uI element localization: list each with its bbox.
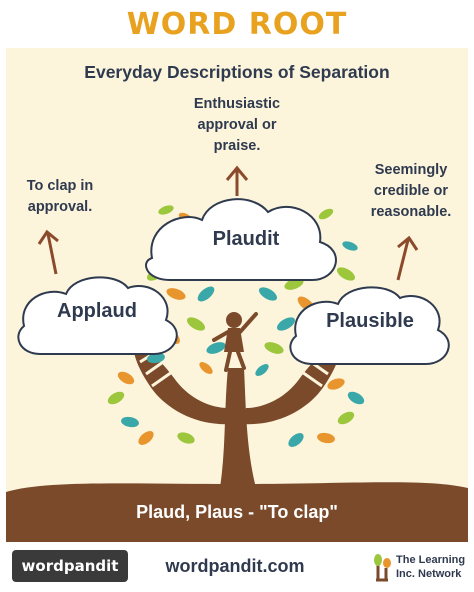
illustration-panel: Everyday Descriptions of Separation Enth… <box>6 48 468 542</box>
arrow-right-icon <box>396 235 419 281</box>
left-hand <box>134 350 232 425</box>
note-right: Seemingly credible or reasonable. <box>358 160 464 223</box>
note-left: To clap in approval. <box>10 176 110 218</box>
note-top: Enthusiastic approval or praise. <box>156 94 318 157</box>
banner-text: Plaud, Plaus - "To clap" <box>136 502 338 522</box>
note-top-line: praise. <box>213 138 261 154</box>
cloud-left <box>17 276 178 355</box>
right-hand <box>242 350 340 425</box>
cloud-right <box>289 286 450 365</box>
note-right-line: Seemingly <box>374 162 448 178</box>
footer-url: wordpandit.com <box>165 556 305 576</box>
cloud-label-center: Plaudit <box>212 228 280 250</box>
cloud-label-right: Plausible <box>326 310 414 332</box>
cloud-center <box>145 198 337 281</box>
note-left-line: To clap in <box>26 178 94 194</box>
subtitle: Everyday Descriptions of Separation <box>84 62 390 82</box>
tree-illustration <box>6 165 468 542</box>
learning-network-logo: The Learning Inc. Network <box>372 552 468 584</box>
header: WORD ROOT <box>0 0 474 48</box>
arrow-up-icon <box>225 165 249 196</box>
wordpandit-logo: wordpandit <box>12 550 128 582</box>
note-top-line: Enthusiastic <box>193 96 281 112</box>
note-right-line: reasonable. <box>370 204 452 220</box>
footer: wordpandit wordpandit.com The Learning I… <box>0 542 474 592</box>
note-top-line: approval or <box>197 117 277 133</box>
logo-right-line2: Inc. Network <box>396 568 462 580</box>
arrow-left-icon <box>37 229 59 275</box>
page-title: WORD ROOT <box>126 6 348 42</box>
wordpandit-logo-text: wordpandit <box>21 557 119 575</box>
cloud-label-left: Applaud <box>57 300 137 322</box>
tree-trunk <box>220 368 256 488</box>
sprout-icon <box>374 554 391 582</box>
ground-banner <box>6 482 468 542</box>
note-right-line: credible or <box>373 183 449 199</box>
logo-right-line1: The Learning <box>396 554 466 566</box>
note-left-line: approval. <box>27 199 93 215</box>
child-silhouette <box>212 312 258 372</box>
